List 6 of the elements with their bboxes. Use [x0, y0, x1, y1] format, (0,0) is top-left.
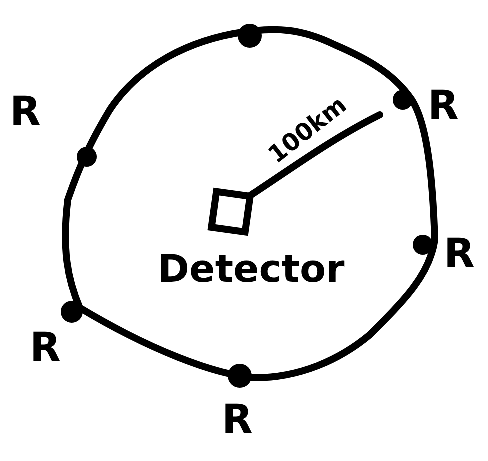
letter-label: R [428, 86, 459, 126]
detector-label: Detector [158, 250, 345, 288]
letter-label: R [444, 234, 475, 274]
letter-label: R [10, 92, 41, 132]
letter-label: R [222, 400, 253, 440]
letter-label: R [30, 328, 61, 368]
